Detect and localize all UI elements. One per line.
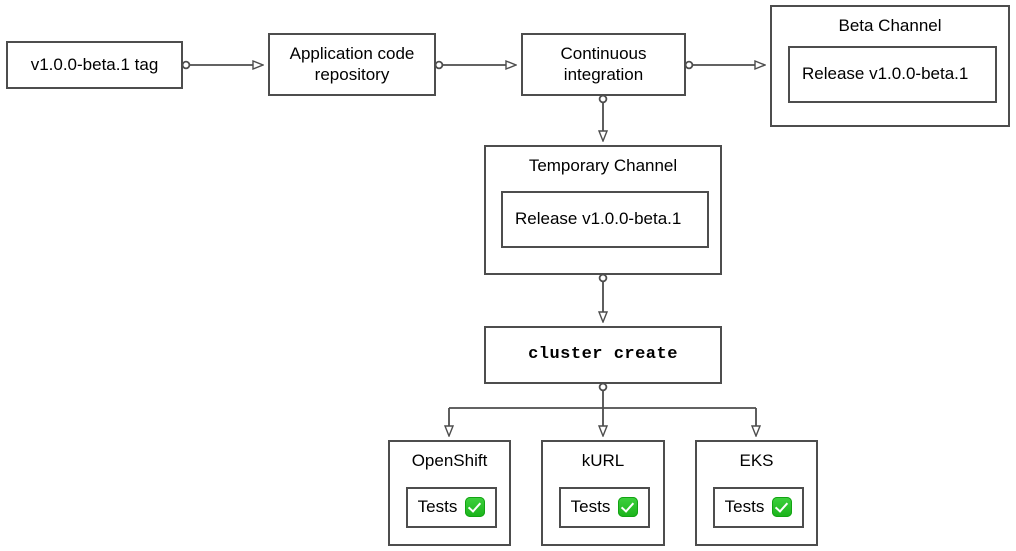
temporary-channel-release-label: Release v1.0.0-beta.1: [515, 209, 682, 229]
kurl-tests-label: Tests: [570, 497, 611, 517]
node-application-code-repository[interactable]: Application code repository: [268, 33, 436, 96]
group-target-eks-title: EKS: [739, 451, 774, 470]
group-beta-channel-title: Beta Channel: [838, 16, 942, 35]
group-target-openshift-title: OpenShift: [411, 451, 488, 470]
openshift-tests-box[interactable]: Tests: [406, 487, 497, 528]
node-version-tag-label: v1.0.0-beta.1 tag: [30, 54, 159, 74]
green-check-icon: [618, 497, 639, 518]
eks-tests-label: Tests: [724, 497, 765, 517]
openshift-tests-label: Tests: [417, 497, 458, 517]
group-beta-channel[interactable]: Beta Channel Release v1.0.0-beta.1: [770, 5, 1010, 127]
green-check-icon: [772, 497, 793, 518]
edge-source-dot: [598, 382, 608, 392]
edge-source-dot: [434, 60, 444, 70]
kurl-tests-row: Tests: [570, 497, 639, 518]
group-target-kurl[interactable]: kURL Tests: [541, 440, 665, 546]
edge-source-dot: [684, 60, 694, 70]
beta-channel-release-label: Release v1.0.0-beta.1: [802, 64, 969, 84]
group-temporary-channel-title: Temporary Channel: [528, 156, 678, 175]
edge-source-dot: [181, 60, 191, 70]
edge-source-dot: [598, 273, 608, 283]
edge-source-dot: [598, 94, 608, 104]
beta-channel-release-box[interactable]: Release v1.0.0-beta.1: [788, 46, 997, 103]
node-continuous-integration-label: Continuous integration: [560, 44, 647, 84]
temporary-channel-release-box[interactable]: Release v1.0.0-beta.1: [501, 191, 709, 248]
node-continuous-integration[interactable]: Continuous integration: [521, 33, 686, 96]
node-cluster-create[interactable]: cluster create: [484, 326, 722, 384]
node-version-tag[interactable]: v1.0.0-beta.1 tag: [6, 41, 183, 89]
eks-tests-row: Tests: [724, 497, 793, 518]
green-check-icon: [465, 497, 486, 518]
group-target-eks[interactable]: EKS Tests: [695, 440, 818, 546]
node-application-code-repository-label: Application code repository: [289, 44, 415, 84]
openshift-tests-row: Tests: [417, 497, 486, 518]
edge-cluster-branch-bus: [449, 391, 756, 409]
group-temporary-channel[interactable]: Temporary Channel Release v1.0.0-beta.1: [484, 145, 722, 275]
eks-tests-box[interactable]: Tests: [713, 487, 804, 528]
group-target-openshift[interactable]: OpenShift Tests: [388, 440, 511, 546]
node-cluster-create-label: cluster create: [528, 344, 678, 364]
kurl-tests-box[interactable]: Tests: [559, 487, 650, 528]
group-target-kurl-title: kURL: [581, 451, 625, 470]
